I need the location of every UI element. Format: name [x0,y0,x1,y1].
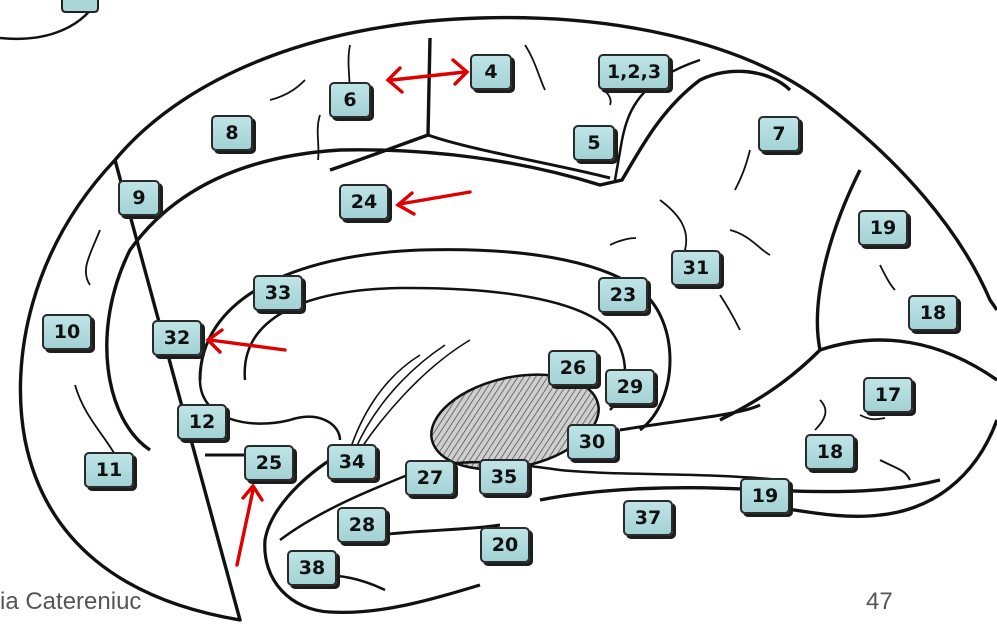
area-label-25: 25 [244,445,294,481]
marginal-branch [613,58,701,181]
corpus-callosum-inner [243,286,627,411]
arrow-to-25 [235,488,255,567]
area-label-26: 26 [548,350,598,386]
area-label-18-lower: 18 [805,434,855,470]
area-label-17: 17 [863,377,913,413]
area-label-33: 33 [253,275,303,311]
area-label-37: 37 [623,500,673,536]
calcarine-lower [619,403,761,432]
temporal-pole [263,458,481,614]
area-label-23: 23 [598,277,648,313]
area-label-18-upper: 18 [908,295,958,331]
area-label-19-lower: 19 [740,478,790,514]
area-label-27: 27 [405,460,455,496]
area-label-4: 4 [470,54,512,90]
area-label-5: 5 [573,125,615,161]
area-label-10: 10 [42,314,92,350]
area-label-20: 20 [480,527,530,563]
area-label-11: 11 [84,452,134,488]
area-label-24: 24 [339,184,389,220]
area-label-12: 12 [177,404,227,440]
area-label-1-2-3: 1,2,3 [598,54,670,90]
area-label-9: 9 [118,180,160,216]
central-sulcus [329,37,432,172]
arrow-to-32 [208,338,287,352]
area-label-6: 6 [329,82,371,118]
area-label-7: 7 [758,116,800,152]
area-label-29: 29 [605,369,655,405]
corpus-callosum-outer [198,248,672,432]
arrow-to-24 [398,190,472,206]
area-label-28: 28 [337,507,387,543]
page-number: 47 [866,588,893,615]
area-label-38: 38 [287,550,337,586]
fornix [349,339,471,451]
area-label-8: 8 [211,115,253,151]
calcarine-sulcus [819,338,997,382]
rhinal-sulcus [379,523,501,537]
hemisphere-outline [18,15,997,622]
cingulate-sulcus [105,69,792,452]
parieto-occipital-sulcus [719,169,862,422]
area-label-34: 34 [327,444,377,480]
area-label-30: 30 [567,424,617,460]
red-arrows [205,58,472,567]
area-label-31: 31 [671,250,721,286]
corner-fragment-box [61,0,99,13]
area-label-32: 32 [152,320,202,356]
paracentral-sulcus [427,133,611,180]
arrow-6-4 [390,70,467,82]
area-label-19-upper: 19 [858,210,908,246]
area-label-35: 35 [479,459,529,495]
occipital-minor [879,459,911,481]
author-name: ia Catereniuc [0,588,142,615]
